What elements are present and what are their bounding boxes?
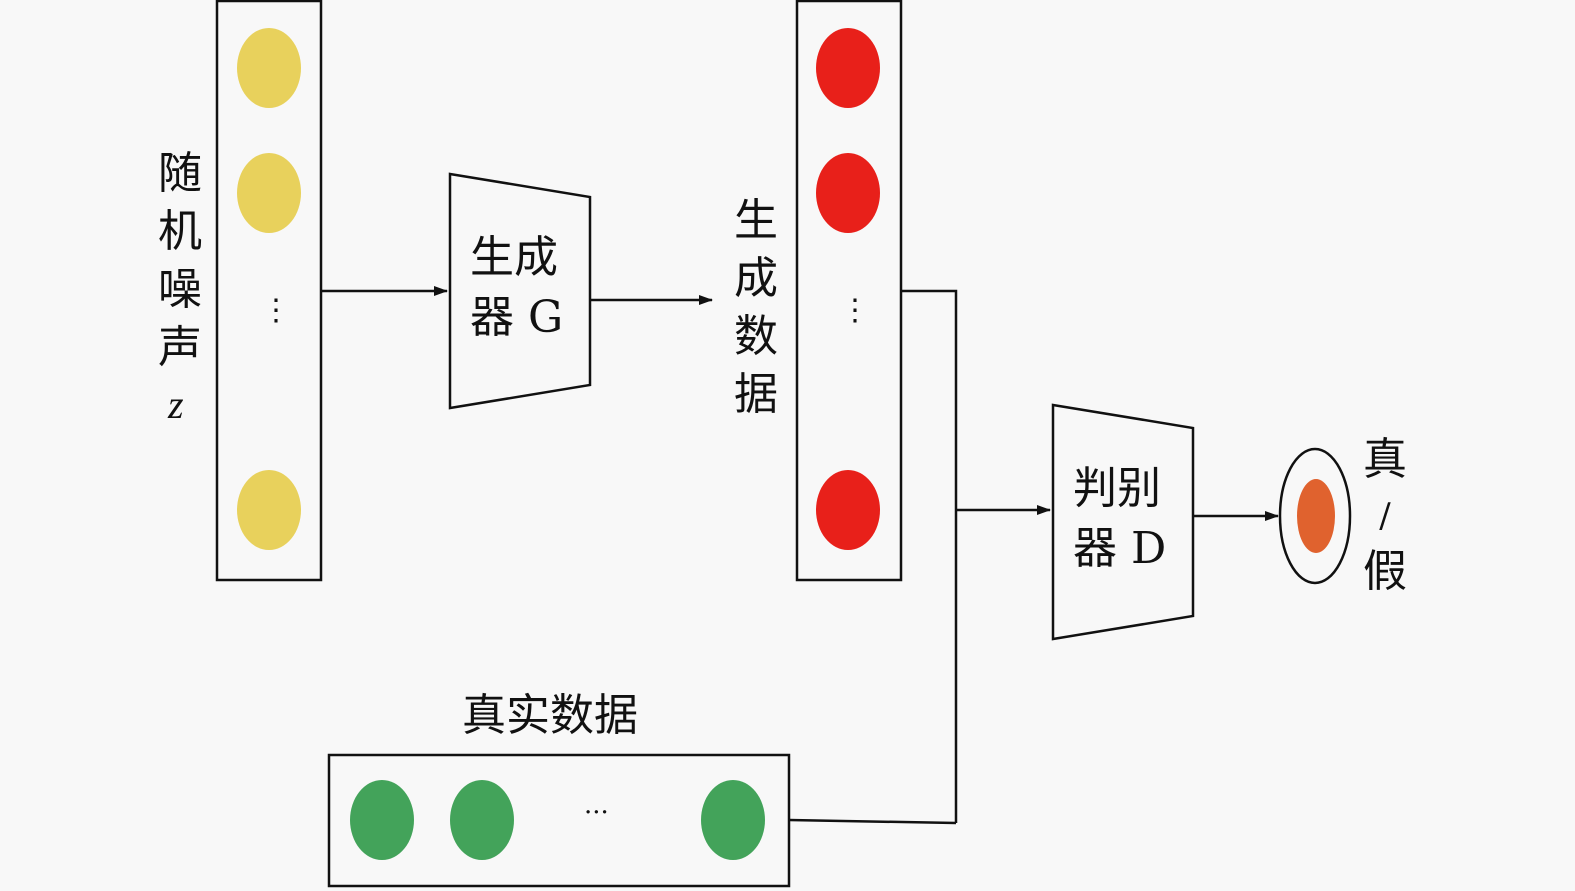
generated-node	[816, 153, 880, 233]
connector-generated-to-discriminator	[901, 289, 958, 823]
noise-label-char: 随	[158, 148, 202, 199]
discriminator-label-line1: 判别	[1073, 463, 1161, 514]
noise-label: 随 机 噪 声	[155, 145, 205, 377]
generated-label-char: 成	[734, 253, 778, 304]
noise-node	[237, 28, 301, 108]
noise-label-char: 机	[158, 206, 202, 257]
real-node	[350, 780, 414, 860]
generated-ellipsis: ⋮	[840, 293, 870, 328]
real-ellipsis: ···	[584, 798, 609, 828]
noise-node	[237, 153, 301, 233]
generated-label: 生 成 数 据	[731, 192, 781, 424]
generator-label-line2: 器 G	[470, 292, 564, 343]
generated-label-char: 数	[734, 311, 778, 362]
real-node	[450, 780, 514, 860]
discriminator-block	[1051, 403, 1195, 641]
output-label: 真 / 假	[1360, 432, 1410, 600]
output-label-char: 真	[1363, 434, 1407, 485]
noise-ellipsis: ⋮	[261, 293, 291, 328]
output-node	[1297, 479, 1335, 553]
discriminator-label-line2: 器 D	[1073, 523, 1167, 574]
output-label-char: /	[1379, 496, 1391, 536]
generated-label-char: 据	[734, 369, 778, 420]
real-node	[701, 780, 765, 860]
real-data-label: 真实数据	[462, 690, 638, 741]
generated-node	[816, 470, 880, 550]
generator-label-line1: 生成	[470, 232, 558, 283]
noise-node	[237, 470, 301, 550]
connector-real-to-discriminator	[788, 818, 957, 825]
generator-block	[448, 172, 592, 410]
noise-label-char: 声	[158, 322, 202, 373]
noise-label-char: 噪	[158, 264, 202, 315]
generated-node	[816, 28, 880, 108]
generated-label-char: 生	[734, 195, 778, 246]
output-label-char: 假	[1363, 546, 1407, 597]
noise-variable-z: z	[168, 382, 184, 427]
